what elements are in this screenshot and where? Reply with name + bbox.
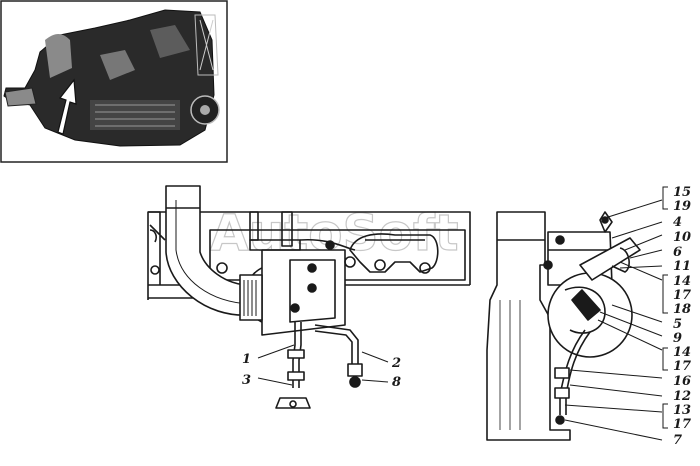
- callout-15: 15: [673, 185, 691, 200]
- callout-labels: 1 3 2 8 15 19 4 10 6 11 14 17 18 5 9 14 …: [242, 185, 691, 448]
- callout-6: 6: [673, 245, 682, 260]
- callout-17c: 17: [673, 417, 691, 432]
- callout-14a: 14: [673, 274, 691, 289]
- callout-8: 8: [392, 375, 401, 390]
- callout-5: 5: [673, 317, 682, 332]
- callout-10: 10: [673, 230, 691, 245]
- callout-4: 4: [673, 215, 682, 230]
- callout-12: 12: [673, 389, 691, 404]
- callout-7: 7: [673, 433, 682, 448]
- callout-18: 18: [673, 302, 691, 317]
- callout-3: 3: [242, 373, 251, 388]
- callout-9: 9: [673, 331, 682, 346]
- callout-16: 16: [673, 374, 691, 389]
- leader-lines: [257, 186, 668, 441]
- callout-13: 13: [673, 403, 691, 418]
- turbocharger-assembly: [147, 185, 471, 409]
- callout-17b: 17: [673, 359, 691, 374]
- side-view-assembly: [486, 211, 641, 441]
- callout-17a: 17: [673, 288, 691, 303]
- engine-photo-inset: [0, 0, 228, 163]
- callout-1: 1: [242, 352, 251, 367]
- callout-19: 19: [673, 199, 691, 214]
- callout-14b: 14: [673, 345, 691, 360]
- callout-11: 11: [673, 259, 691, 274]
- callout-2: 2: [391, 356, 401, 371]
